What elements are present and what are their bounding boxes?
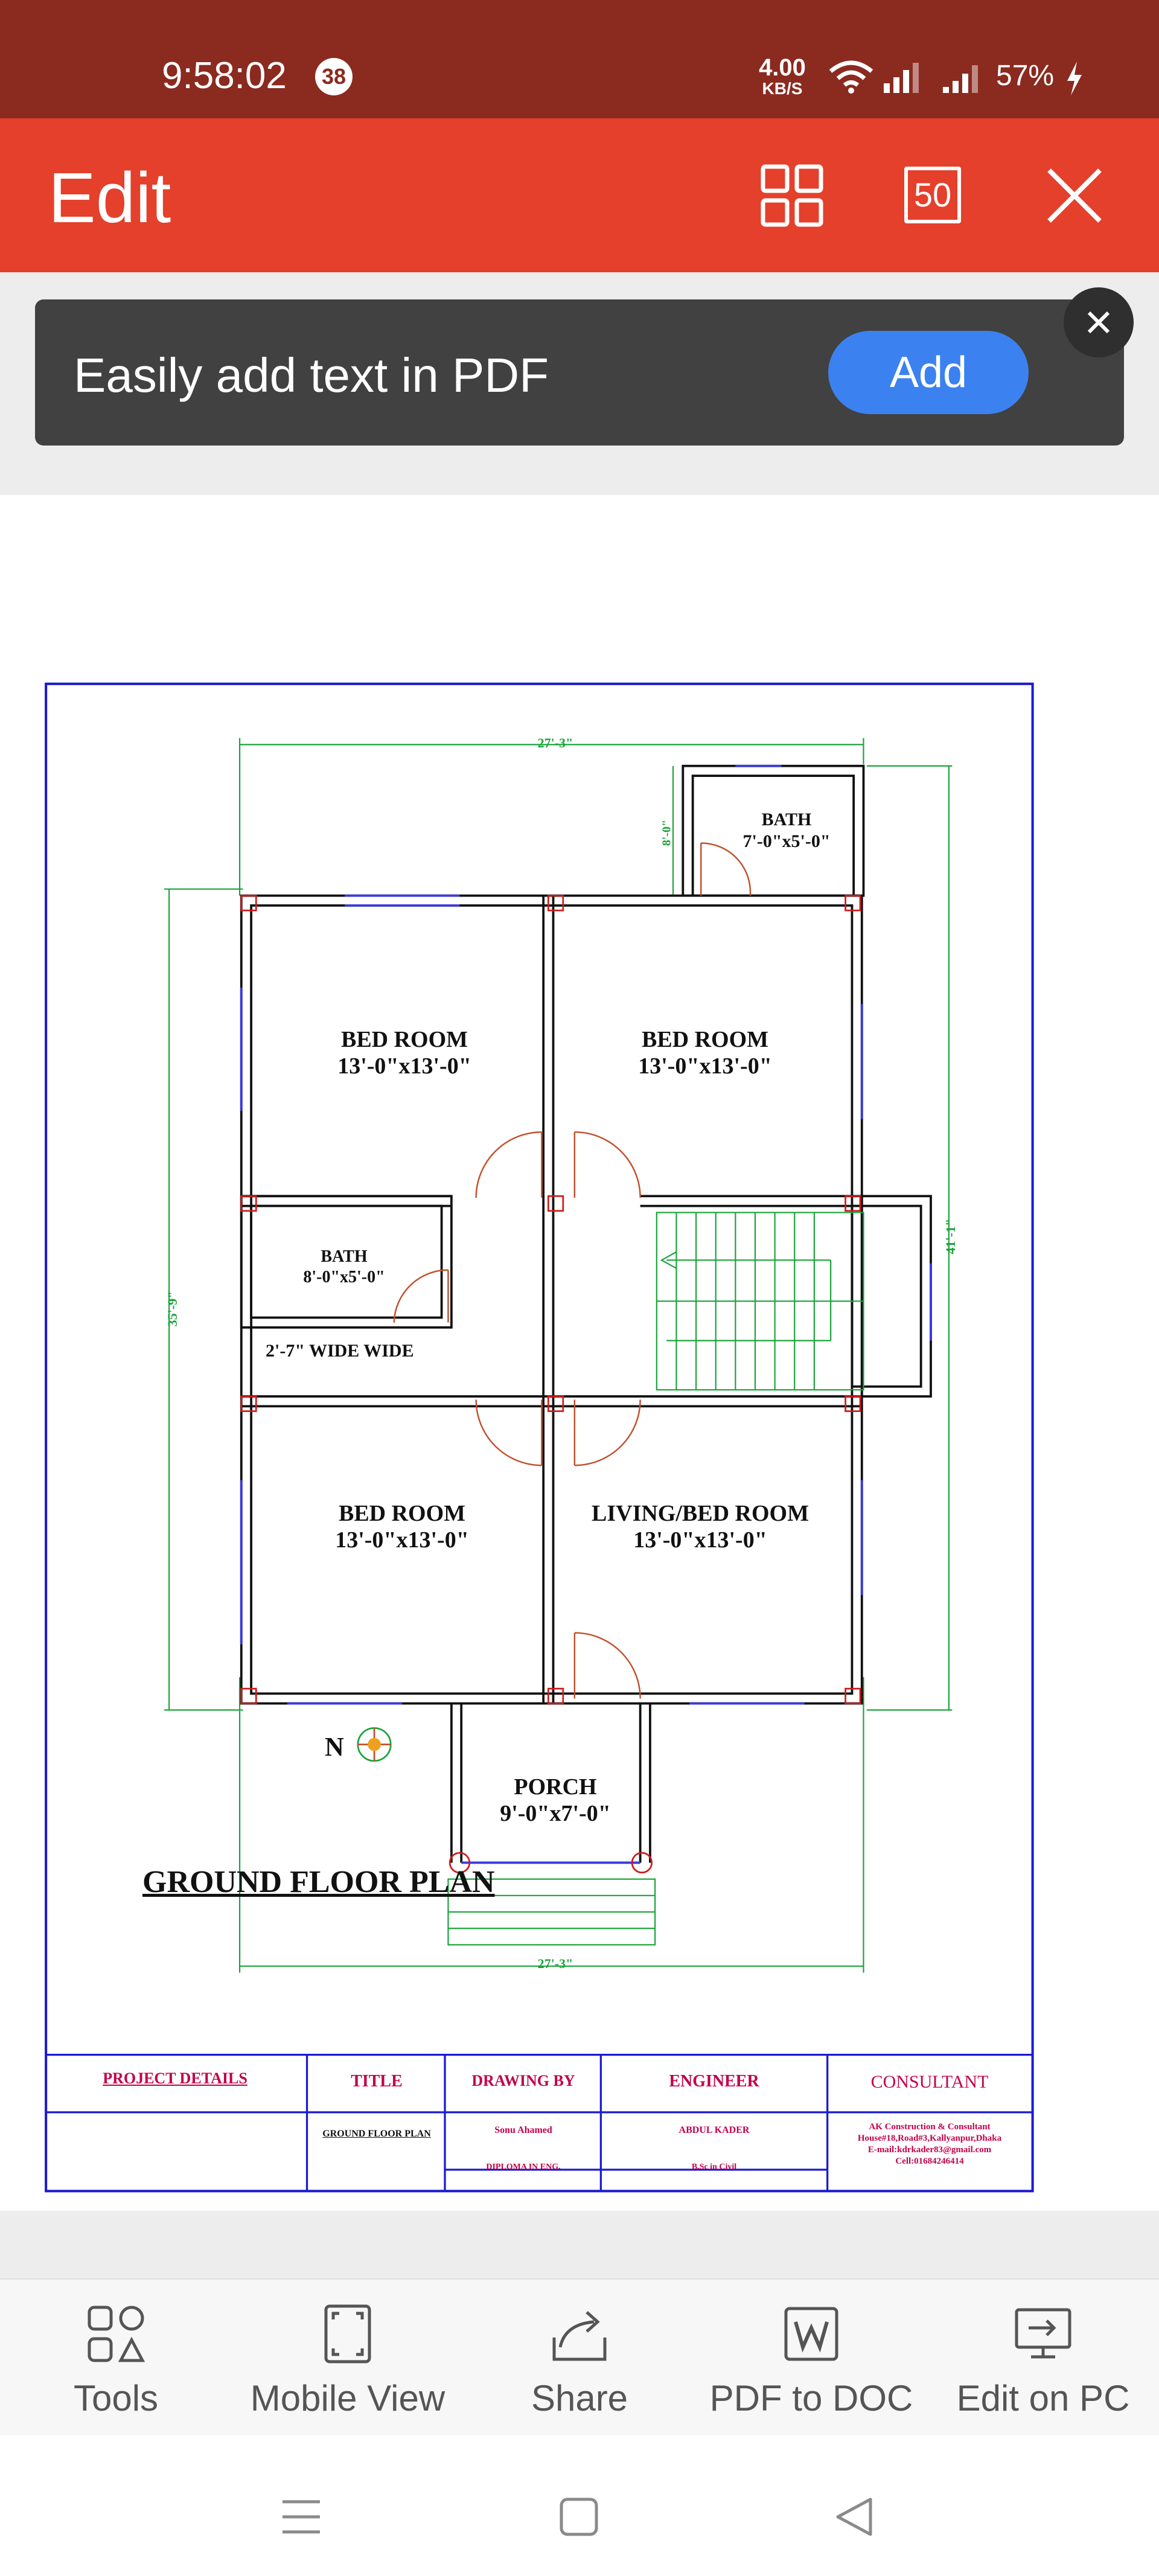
living-label: LIVING/BED ROOM 13'-0"x13'-0": [567, 1500, 833, 1553]
north-arrow-icon: [357, 1727, 392, 1762]
signal-icon-1: [884, 63, 919, 93]
bed-bottom-left-name: BED ROOM: [338, 1501, 466, 1526]
status-bar: 9:58:02 38 4.00 KB/S 57%: [0, 0, 1159, 118]
network-speed-unit: KB/S: [762, 79, 803, 98]
share-icon: [552, 2311, 607, 2361]
tools-icon: [88, 2306, 145, 2362]
columns: [240, 895, 861, 1874]
mobile-view-button[interactable]: Mobile View: [232, 2280, 464, 2437]
consultant-line-2: House#18,Road#3,Kallyanpur,Dhaka: [857, 2133, 1002, 2143]
dimension-left: 35'-9": [165, 1291, 180, 1327]
consultant-line-4: Cell:01684246414: [895, 2156, 964, 2166]
dimension-top: 27'-3": [537, 735, 573, 750]
dimension-right: 41'-1": [943, 1218, 958, 1254]
back-icon[interactable]: [833, 2496, 875, 2538]
plan-border: [45, 682, 1034, 2193]
page-count-icon[interactable]: 50: [904, 167, 961, 223]
home-icon[interactable]: [558, 2496, 600, 2538]
bed-top-left-size: 13'-0"x13'-0": [337, 1053, 471, 1079]
pdf-to-doc-icon: [784, 2307, 838, 2361]
bed-bottom-left-label: BED ROOM 13'-0"x13'-0": [281, 1500, 523, 1553]
banner-close-button[interactable]: [1064, 287, 1134, 357]
share-label: Share: [531, 2378, 628, 2418]
engineer-qualification: B.Sc in Civil: [691, 2162, 737, 2172]
banner-text: Easily add text in PDF: [74, 348, 549, 402]
north-label: N: [325, 1732, 344, 1762]
tools-label: Tools: [73, 2378, 159, 2418]
consultant-details: AK Construction & Consultant House#18,Ro…: [827, 2121, 1032, 2167]
edit-on-pc-button[interactable]: Edit on PC: [927, 2280, 1159, 2437]
drawing-by-name: Sonu Ahamed: [494, 2125, 552, 2135]
plan-title: GROUND FLOOR PLAN: [142, 1865, 495, 1899]
bottom-toolbar: Tools Mobile View Share PDF to DOC Edit …: [0, 2278, 1159, 2437]
windows: [240, 764, 932, 1864]
top-toolbar: Edit 50: [0, 118, 1159, 272]
drawing-by-qualification: DIPLOMA IN ENG.: [486, 2162, 561, 2172]
engineer-name: ABDUL KADER: [678, 2125, 750, 2135]
page-title: Edit: [48, 158, 171, 238]
pdf-to-doc-label: PDF to DOC: [709, 2378, 913, 2418]
walls: [240, 764, 932, 1863]
close-icon[interactable]: [1046, 167, 1103, 225]
doors: [393, 842, 752, 1699]
status-time: 9:58:02: [162, 55, 287, 97]
network-speed-value: 4.00: [759, 54, 806, 81]
consultant-line-3: E-mail:kdrkader83@gmail.com: [867, 2145, 992, 2155]
charging-icon: [1067, 62, 1082, 95]
network-speed: 4.00 KB/S: [752, 56, 813, 98]
mobile-view-label: Mobile View: [250, 2378, 445, 2418]
bed-top-right-size: 13'-0"x13'-0": [638, 1053, 772, 1079]
corridor-label: 2'-7" WIDE WIDE: [266, 1341, 414, 1361]
living-size: 13'-0"x13'-0": [633, 1527, 767, 1553]
wifi-icon: [829, 60, 873, 94]
porch-label: PORCH 9'-0"x7'-0": [465, 1774, 646, 1827]
tools-button[interactable]: Tools: [0, 2280, 232, 2437]
bath-left-name: BATH: [321, 1247, 368, 1266]
consultant-header: CONSULTANT: [870, 2072, 989, 2092]
dimension-bath: 8'-0": [660, 819, 674, 846]
edit-on-pc-icon: [1015, 2308, 1071, 2359]
bed-top-left-name: BED ROOM: [340, 1027, 468, 1052]
notification-badge: 38: [315, 58, 353, 95]
title-header: TITLE: [351, 2072, 403, 2091]
bath-left-size: 8'-0"x5'-0": [303, 1268, 385, 1286]
stairs: [656, 1212, 864, 1391]
mobile-view-icon: [324, 2304, 371, 2363]
bath-top-size: 7'-0"x5'-0": [742, 831, 831, 851]
bath-left-label: BATH 8'-0"x5'-0": [272, 1247, 417, 1288]
add-button[interactable]: Add: [828, 331, 1029, 414]
bath-top-name: BATH: [761, 810, 812, 829]
living-name: LIVING/BED ROOM: [592, 1501, 809, 1526]
project-details-header: PROJECT DETAILS: [103, 2069, 247, 2087]
signal-icon-2: [943, 65, 978, 93]
porch-steps: [447, 1878, 656, 1946]
porch-name: PORCH: [514, 1774, 597, 1800]
pdf-page[interactable]: BATH 7'-0"x5'-0" BED ROOM 13'-0"x13'-0" …: [0, 495, 1159, 2211]
porch-size: 9'-0"x7'-0": [500, 1801, 611, 1826]
bed-bottom-left-size: 13'-0"x13'-0": [335, 1527, 469, 1553]
engineer-header: ENGINEER: [669, 2072, 759, 2091]
drawing-by-header: DRAWING BY: [471, 2072, 575, 2089]
grid-view-icon[interactable]: [761, 164, 823, 227]
title-block-grid: [46, 2054, 1033, 2191]
title-value: GROUND FLOOR PLAN: [322, 2129, 431, 2139]
promo-banner: Easily add text in PDF Add: [35, 299, 1124, 446]
battery-level: 57%: [996, 60, 1055, 92]
bed-top-left-label: BED ROOM 13'-0"x13'-0": [284, 1026, 525, 1079]
share-button[interactable]: Share: [464, 2280, 695, 2437]
bath-top-label: BATH 7'-0"x5'-0": [717, 809, 856, 852]
floor-plan-drawing: [45, 682, 1034, 2193]
consultant-line-1: AK Construction & Consultant: [869, 2122, 991, 2132]
bed-top-right-label: BED ROOM 13'-0"x13'-0": [584, 1026, 826, 1079]
close-icon: [1087, 311, 1110, 334]
edit-on-pc-label: Edit on PC: [956, 2378, 1130, 2418]
menu-icon[interactable]: [280, 2496, 322, 2538]
pdf-to-doc-button[interactable]: PDF to DOC: [695, 2280, 927, 2437]
bed-top-right-name: BED ROOM: [641, 1027, 769, 1052]
dimension-lines: [164, 738, 953, 1973]
dimension-bottom: 27'-3": [537, 1956, 573, 1971]
system-navigation-bar: [0, 2435, 1159, 2576]
